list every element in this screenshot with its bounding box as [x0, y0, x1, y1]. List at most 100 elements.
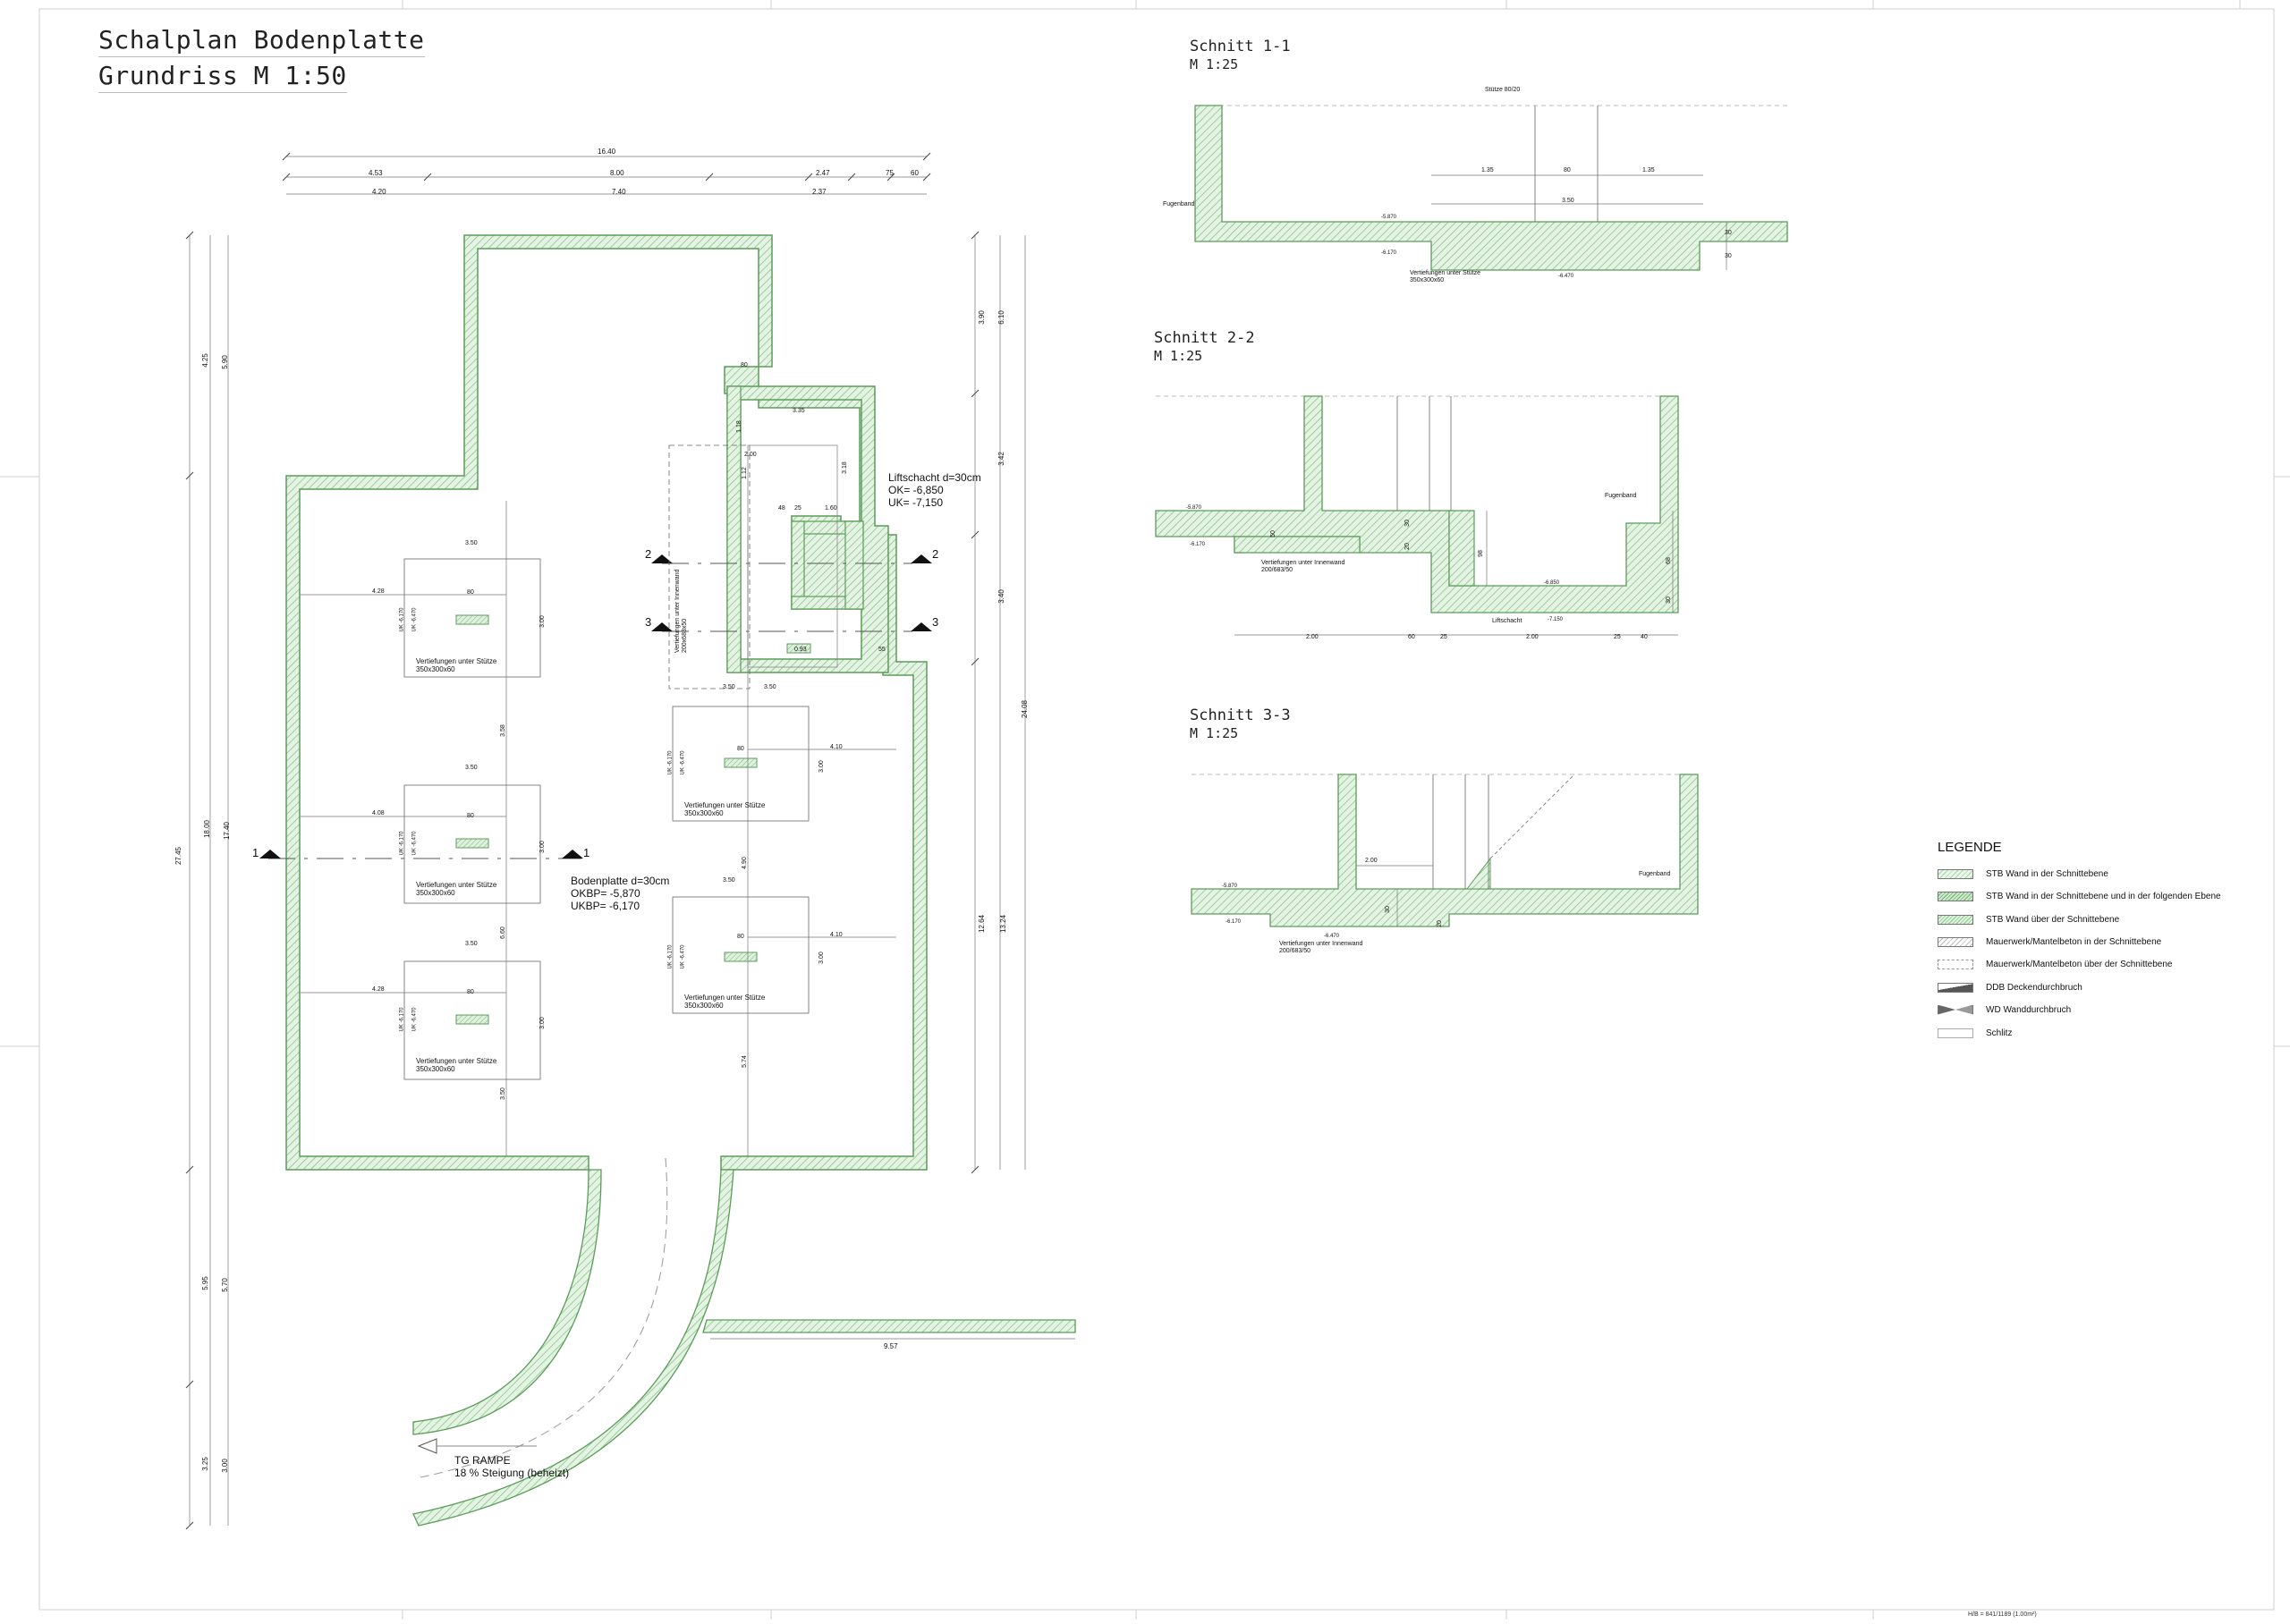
lift-dim-4: 2.00 — [744, 452, 757, 458]
pad-spacing-5: 5.74 — [741, 1055, 748, 1068]
section-2-2 — [1155, 395, 1679, 636]
section-1-dim-2: 80 — [1564, 167, 1571, 173]
section-3-level-3: -6.470 — [1324, 934, 1340, 939]
section-1-1 — [1194, 105, 1788, 271]
section-2-dim-11: 30 — [1665, 596, 1672, 604]
section-marker-1-left: 1 — [252, 846, 259, 859]
pad-dim-3: 3.50 — [465, 941, 478, 947]
section-2-dim-2: 60 — [1408, 634, 1415, 640]
legend-swatch — [1938, 982, 1973, 993]
pad-spacing-1: 3.58 — [499, 724, 506, 737]
legend-item: STB Wand über der Schnittebene — [1938, 913, 2119, 926]
dim-left-2: 18.00 — [203, 819, 212, 839]
section-3-3 — [1191, 774, 1699, 927]
ramp-label-1: TG RAMPE — [454, 1454, 511, 1467]
section-2-scale: M 1:25 — [1154, 348, 1203, 364]
legend-swatch — [1938, 1028, 1973, 1038]
pad-offset-3: 4.28 — [372, 986, 385, 993]
dim-overall-height: 27.45 — [174, 846, 183, 866]
section-2-dim-3: 25 — [1440, 634, 1447, 640]
slab-label-2: OKBP= -5,870 — [571, 887, 640, 900]
section-3-level-2: -6.170 — [1226, 919, 1242, 925]
section-1-level-2: -6.170 — [1381, 250, 1397, 256]
pad-dim-v-2: 3.00 — [539, 841, 546, 853]
section-2-dim-5: 25 — [1614, 634, 1621, 640]
section-1-scale: M 1:25 — [1190, 56, 1239, 72]
pad-level-1: UK -6.170 — [399, 607, 405, 632]
pad-level-2: UK -6.170 — [399, 831, 405, 856]
pad-dim-4: 3.50 — [723, 877, 735, 884]
pad-dim-1: 3.50 — [465, 540, 478, 546]
dim-top2-6: 2.37 — [812, 188, 827, 196]
section-2-level-1: -5.870 — [1186, 505, 1202, 511]
dim-right-7: 24.08 — [1021, 699, 1030, 719]
legend-swatch — [1938, 868, 1973, 879]
section-2-dim-1: 2.00 — [1306, 634, 1319, 640]
section-2-label-lift: Liftschacht — [1492, 618, 1522, 624]
section-2-label-fugenband: Fugenband — [1605, 493, 1637, 499]
dim-left-inner-4: 3.00 — [220, 1459, 229, 1473]
section-3-scale: M 1:25 — [1190, 725, 1239, 741]
pad-level-3: UK -6.170 — [399, 1007, 405, 1032]
dim-top2-2: 4.20 — [372, 188, 386, 196]
lift-dim-1: 80 — [741, 362, 748, 368]
sheet-frame — [38, 8, 2275, 1611]
dim-left-inner-3: 5.70 — [220, 1278, 229, 1292]
plan-columns — [455, 614, 811, 1025]
outer-wall — [285, 234, 928, 1171]
section-markers — [259, 554, 932, 859]
section-2-dim-7: 30 — [1404, 520, 1411, 527]
dim-ticks — [185, 152, 980, 1530]
dim-overall-width: 16.40 — [598, 148, 616, 156]
pad-dim-2: 3.50 — [465, 765, 478, 771]
lift-dim-11: 3.50 — [764, 684, 776, 690]
pad-offset-4: 4.10 — [830, 744, 843, 750]
legend-swatch — [1938, 1004, 1973, 1015]
pad-level-4: UK -6.170 — [667, 750, 674, 775]
section-2-level-4: -7.150 — [1548, 617, 1564, 622]
lift-label-3: UK= -7,150 — [888, 496, 944, 509]
section-3-level-1: -5.870 — [1222, 884, 1238, 889]
section-marker-3-right: 3 — [932, 615, 939, 629]
lift-dim-8: 1.60 — [825, 505, 837, 512]
lift-dim-6: 48 — [778, 505, 785, 512]
legend-swatch — [1938, 891, 1973, 901]
section-1-title: Schnitt 1-1 — [1190, 38, 1291, 55]
plan-section-lines — [268, 562, 912, 859]
ramp-wall-outer — [412, 1169, 734, 1527]
legend-item: Mauerwerk/Mantelbeton in der Schnitteben… — [1938, 935, 2161, 948]
section-3-dim-2: 30 — [1384, 906, 1391, 913]
dim-right-5: 12.64 — [978, 914, 987, 934]
pad-level-uk-3: UK -6.470 — [411, 1007, 418, 1032]
pad-spacing-2: 6.60 — [499, 926, 506, 939]
sheet-title: Schalplan Bodenplatte — [98, 25, 425, 57]
ramp-label-2: 18 % Steigung (beheizt) — [454, 1467, 570, 1479]
section-1-dim-4: 3.50 — [1562, 198, 1574, 204]
sheet-footer: H/B = 841/1189 (1.00m²) — [1968, 1611, 2037, 1618]
section-1-level-3: -6.470 — [1558, 274, 1574, 279]
pad-dim-v-3: 3.00 — [539, 1017, 546, 1029]
section-2-dim-10: 68 — [1665, 557, 1672, 564]
section-1-label-stuetze: Stütze 80/20 — [1485, 87, 1521, 93]
pad-level-uk-5: UK -6.470 — [680, 944, 686, 969]
section-2-level-2: -6.170 — [1190, 542, 1206, 547]
pad-inner-5: 80 — [737, 934, 744, 940]
lift-dim-3: 1.18 — [735, 420, 742, 433]
pad-dim-5: 3.50 — [723, 684, 735, 690]
section-3-label-fugenband: Fugenband — [1639, 871, 1671, 877]
section-3-dim-3: 20 — [1436, 920, 1443, 927]
section-marker-1-right: 1 — [583, 846, 590, 859]
section-2-dim-8: 20 — [1404, 543, 1411, 550]
section-2-dim-4: 2.00 — [1526, 634, 1539, 640]
dim-left-3: 5.95 — [200, 1276, 209, 1290]
dim-left-inner-2: 17.40 — [223, 821, 232, 841]
legend-item: Schlitz — [1938, 1027, 2012, 1039]
